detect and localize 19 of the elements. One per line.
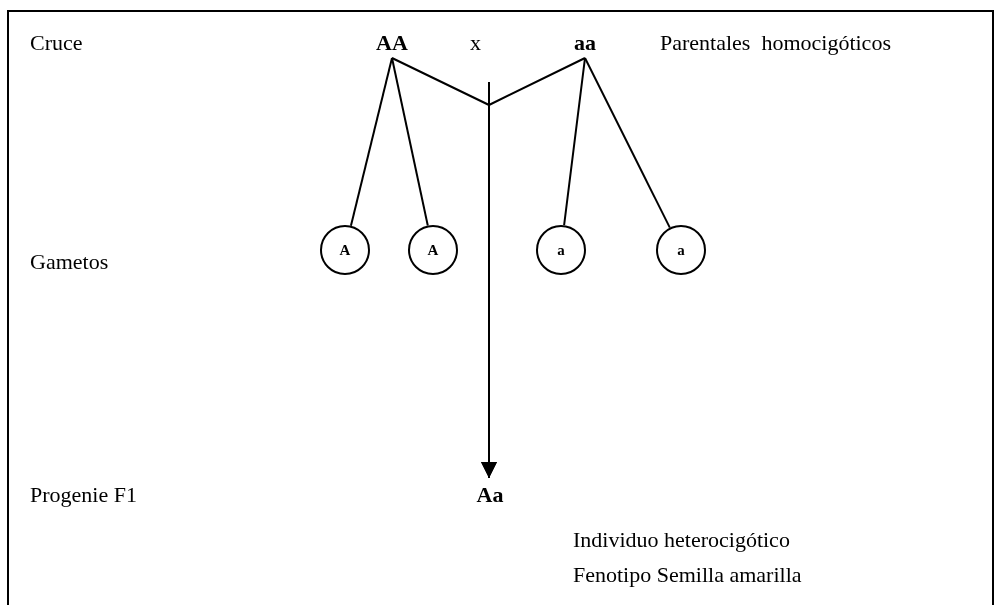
connector-line [391, 57, 429, 227]
genotype-label: Aa [476, 482, 504, 508]
row-label: Gametos [30, 249, 109, 275]
gamete-circle: a [536, 225, 586, 275]
genotype-label: AA [376, 30, 408, 56]
description-text: Individuo heterocigótico [573, 527, 790, 553]
gamete-circle: A [320, 225, 370, 275]
connector-line [563, 57, 586, 227]
gamete-circle: a [656, 225, 706, 275]
gamete-circle: A [408, 225, 458, 275]
cross-symbol: x [470, 30, 481, 56]
description-text: Fenotipo Semilla amarilla [573, 562, 802, 588]
connector-line [584, 57, 671, 229]
row-label: Progenie F1 [30, 482, 137, 508]
arrow [481, 57, 586, 479]
connector-line [349, 57, 393, 227]
description-text: Parentales homocigóticos [660, 30, 891, 56]
genotype-label: aa [574, 30, 596, 56]
row-label: Cruce [30, 30, 83, 56]
